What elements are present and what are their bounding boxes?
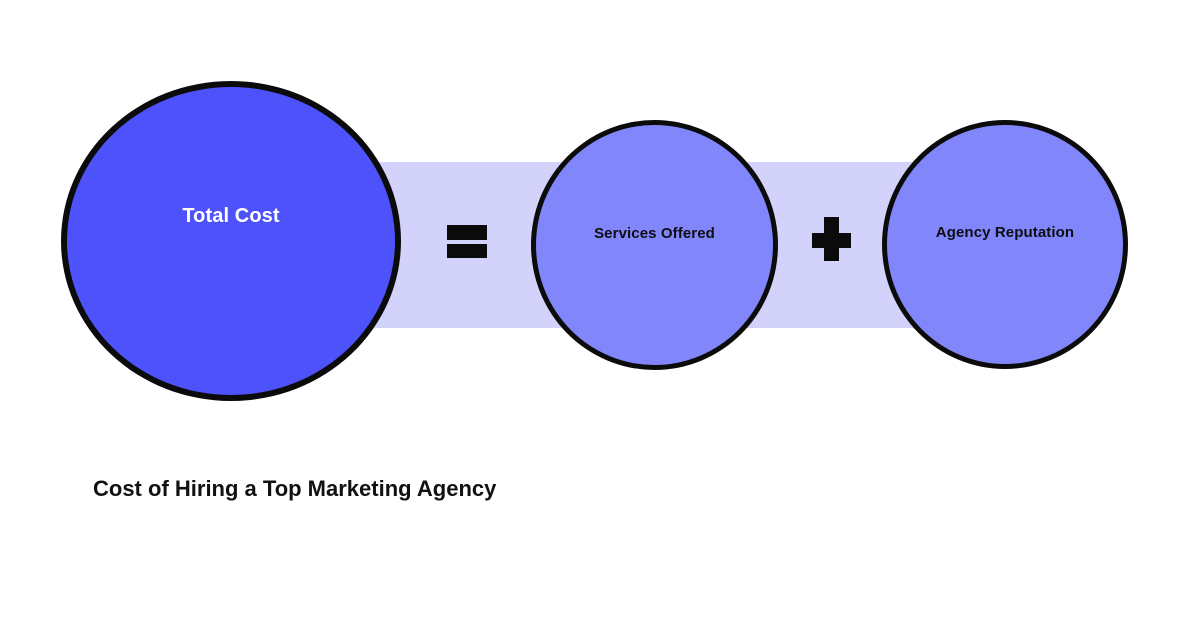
equals-bottom-bar	[447, 244, 487, 258]
node-services-offered: Services Offered	[531, 120, 778, 370]
equals-top-bar	[447, 225, 487, 240]
equals-icon	[447, 225, 487, 258]
node-services-offered-label: Services Offered	[594, 225, 715, 243]
node-total-cost-label: Total Cost	[182, 204, 280, 227]
plus-icon	[812, 217, 851, 261]
node-agency-reputation: Agency Reputation	[882, 120, 1128, 369]
node-total-cost: Total Cost	[61, 81, 401, 401]
plus-vertical-bar	[824, 217, 839, 261]
diagram-caption: Cost of Hiring a Top Marketing Agency	[93, 476, 497, 501]
node-agency-reputation-label: Agency Reputation	[935, 223, 1075, 241]
